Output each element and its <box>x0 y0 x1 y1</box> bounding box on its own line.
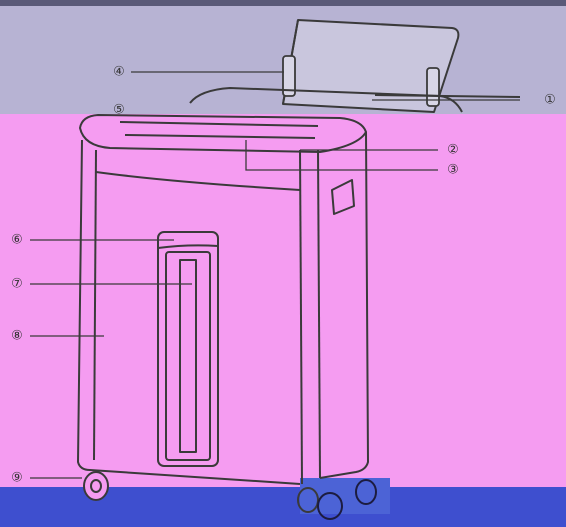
wheel-artifact <box>318 480 376 519</box>
callout-leader-lines <box>30 72 520 478</box>
callout-1: ① <box>544 93 556 108</box>
svg-text:⑤: ⑤ <box>113 103 125 118</box>
callout-3: ③ <box>447 163 459 178</box>
callout-8: ⑧ <box>11 329 23 344</box>
svg-text:④: ④ <box>113 65 125 80</box>
callout-2: ② <box>447 143 459 158</box>
callouts: ④ ⑤ ① ② ③ ⑥ ⑦ ⑧ ⑨ <box>11 65 556 486</box>
svg-text:①: ① <box>544 93 556 108</box>
svg-text:⑦: ⑦ <box>11 277 23 292</box>
callout-4: ④ <box>113 65 125 80</box>
callout-5: ⑤ <box>113 103 125 118</box>
callout-6: ⑥ <box>11 233 23 248</box>
svg-text:⑧: ⑧ <box>11 329 23 344</box>
svg-text:②: ② <box>447 143 459 158</box>
svg-text:③: ③ <box>447 163 459 178</box>
callout-9: ⑨ <box>11 471 23 486</box>
shredder-body <box>78 115 368 512</box>
svg-text:⑥: ⑥ <box>11 233 23 248</box>
callout-7: ⑦ <box>11 277 23 292</box>
svg-text:⑨: ⑨ <box>11 471 23 486</box>
